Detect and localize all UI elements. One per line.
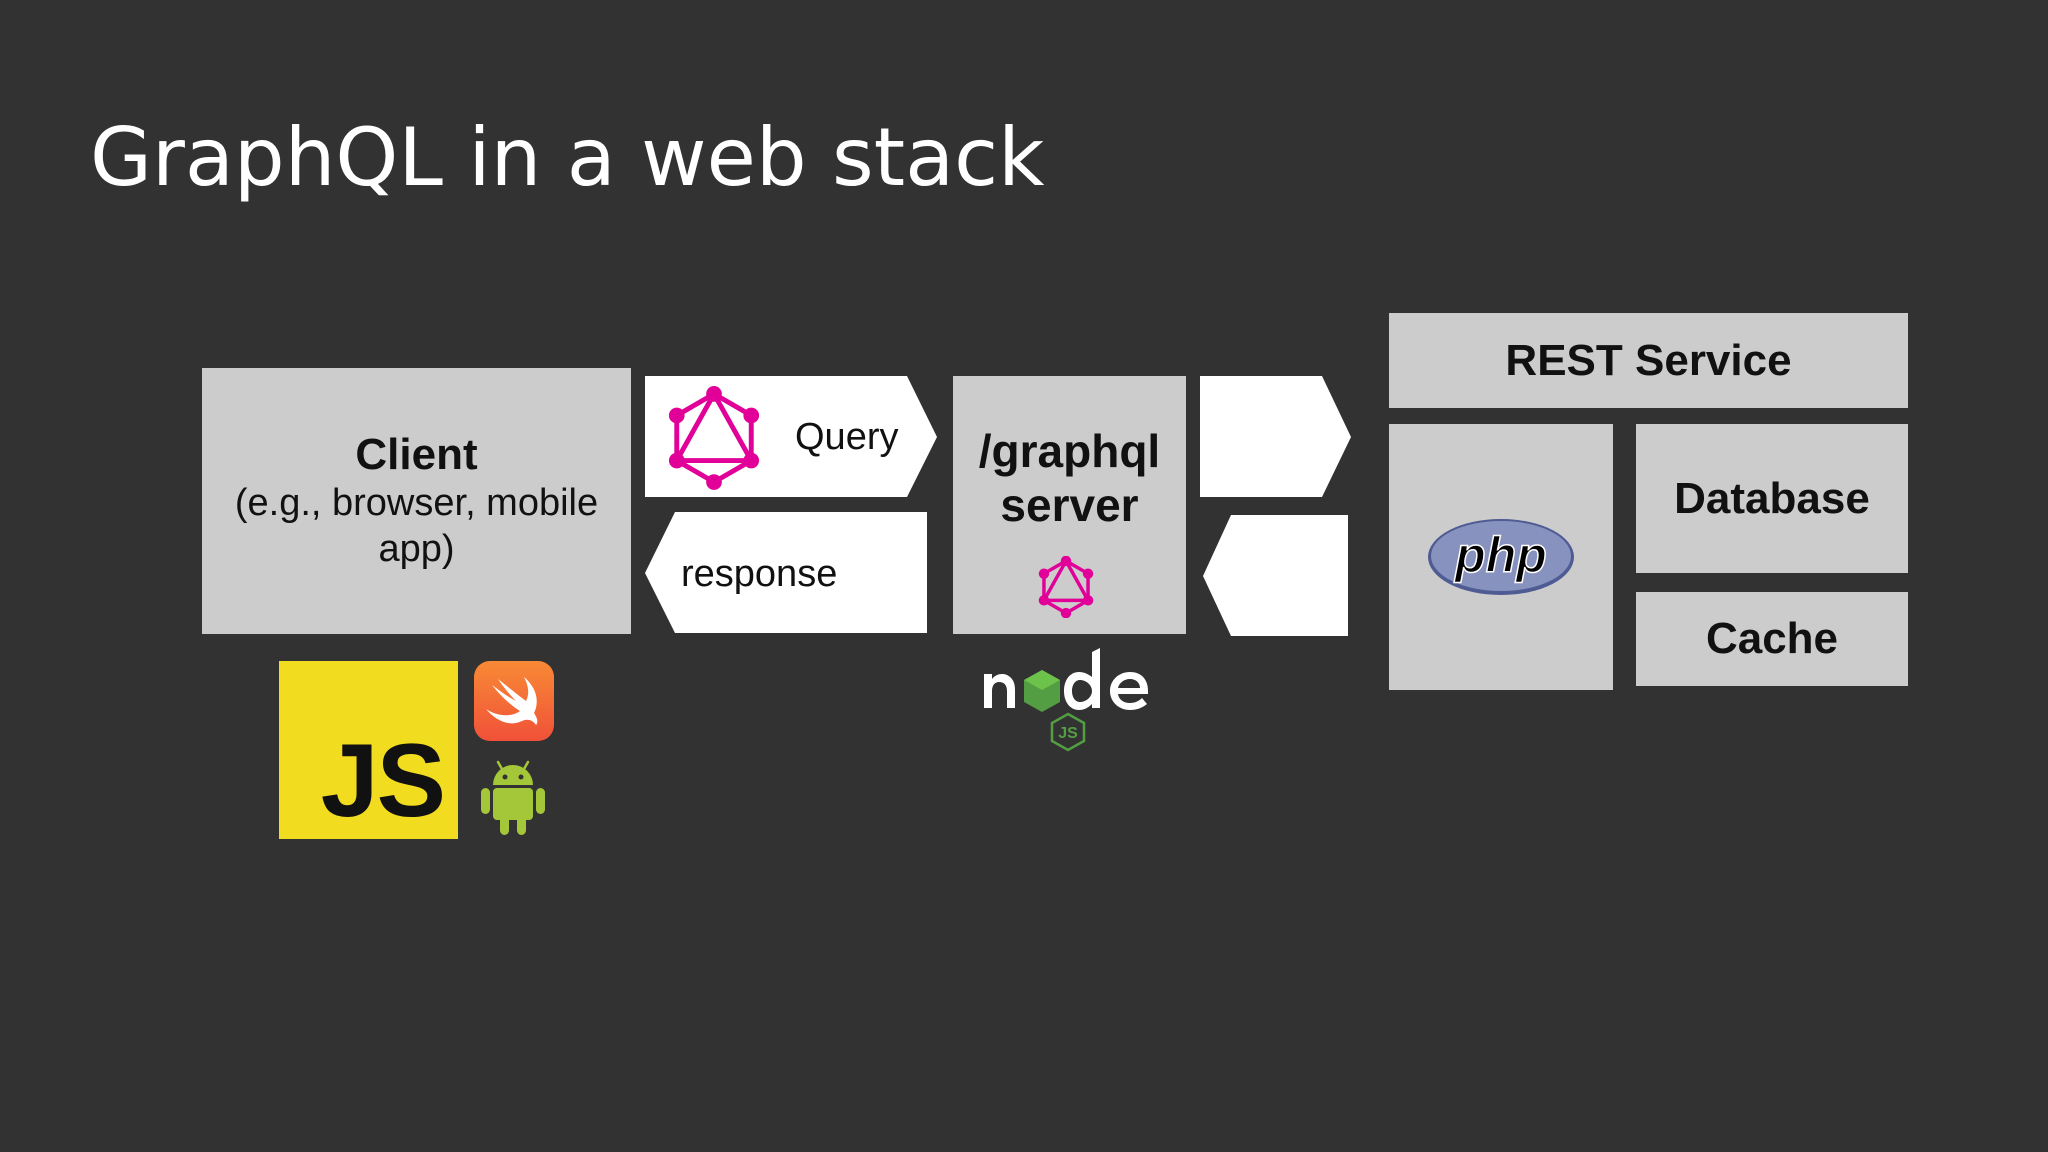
javascript-logo: JS (279, 661, 458, 839)
server-title-line2: server (1000, 479, 1139, 531)
client-subtitle: (e.g., browser, mobile app) (234, 482, 599, 570)
php-box: php (1389, 424, 1613, 690)
graphql-server-box: /graphql server (953, 376, 1186, 634)
nodejs-logo: JS (984, 648, 1148, 752)
graphql-icon (668, 386, 760, 490)
response-arrow (645, 512, 927, 633)
server-title-line1: /graphql (978, 425, 1161, 477)
swift-icon (474, 661, 554, 741)
backend-to-server-arrow (1203, 515, 1348, 636)
query-label: Query (795, 416, 899, 458)
client-box: Client (e.g., browser, mobile app) (202, 368, 631, 634)
php-logo: php (1428, 519, 1574, 595)
rest-service-box: REST Service (1389, 313, 1908, 408)
client-title: Client (355, 430, 478, 479)
server-to-backend-arrow (1200, 376, 1351, 497)
cache-box: Cache (1636, 592, 1908, 686)
android-icon (481, 760, 545, 835)
svg-text:php: php (1453, 527, 1547, 583)
svg-text:JS: JS (1058, 725, 1078, 742)
response-label: response (681, 553, 838, 595)
graphql-icon (1038, 556, 1094, 618)
query-arrow (645, 376, 937, 497)
database-box: Database (1636, 424, 1908, 573)
page-title: GraphQL in a web stack (90, 111, 1045, 204)
